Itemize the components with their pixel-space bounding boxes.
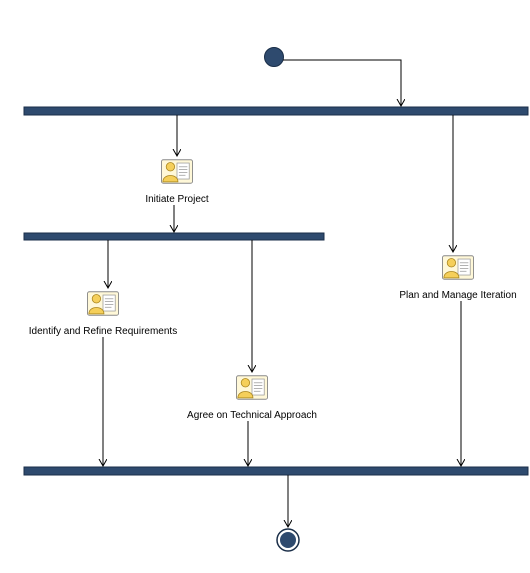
role-activity-icon (236, 375, 268, 400)
activity-initiate-project[interactable]: Initiate Project (145, 159, 209, 205)
activity-label: Agree on Technical Approach (187, 410, 317, 421)
role-activity-icon (161, 159, 193, 184)
activity-identify-and-refine-requirements[interactable]: Identify and Refine Requirements (29, 291, 177, 337)
role-activity-icon (87, 291, 119, 316)
activity-label: Initiate Project (145, 194, 209, 205)
join-bar-bottom (23, 466, 529, 476)
fork-bar-middle (23, 232, 325, 241)
activity-agree-on-technical-approach[interactable]: Agree on Technical Approach (187, 375, 317, 421)
activity-label: Plan and Manage Iteration (399, 290, 516, 301)
flow-initial-to-fork (283, 59, 401, 106)
activity-plan-and-manage-iteration[interactable]: Plan and Manage Iteration (399, 255, 517, 301)
initial-node (264, 47, 284, 67)
final-node (276, 528, 300, 552)
fork-bar-top (23, 106, 529, 116)
activity-label: Identify and Refine Requirements (29, 326, 177, 337)
role-activity-icon (442, 255, 474, 280)
